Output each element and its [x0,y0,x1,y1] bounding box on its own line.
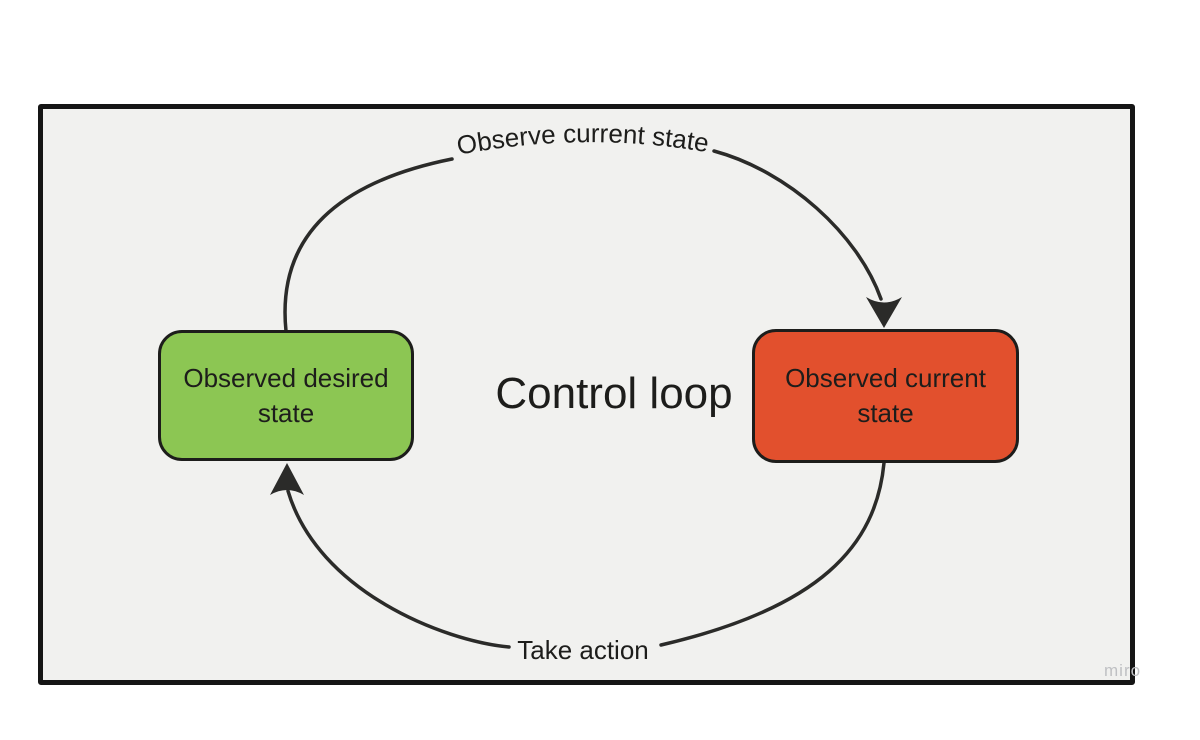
edge-take-action-label: Take action [517,635,649,665]
edge-observe-right-segment [712,149,883,301]
edge-observe-label: Observe current state [454,118,711,160]
node-label: Observed current state [785,363,986,428]
miro-watermark: miro [1104,661,1142,680]
edge-take-action-arrowhead-up [270,463,304,495]
diagram-title: Control loop [495,369,733,418]
edge-take-action-right-segment [659,461,886,647]
edge-observe-left-segment [283,157,454,333]
node-observed-current-state: Observed current state [752,329,1019,463]
edge-observe-arrowhead-down [866,297,902,328]
edge-take-action-left-segment [286,489,511,649]
node-observed-desired-state: Observed desired state [158,330,414,461]
node-label: Observed desired state [183,362,389,428]
